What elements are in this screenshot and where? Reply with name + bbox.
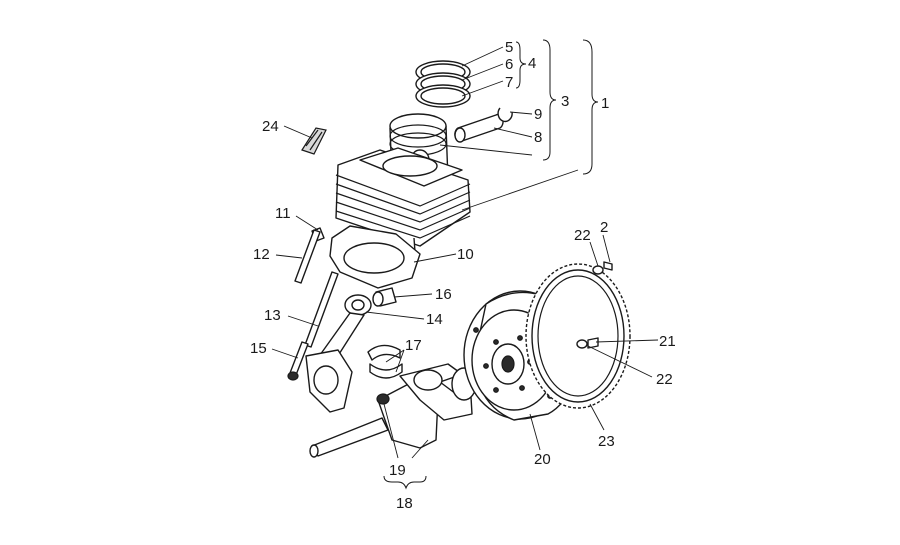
small-end-bush	[372, 287, 397, 307]
bearing-shells	[367, 344, 403, 379]
callout-13: 13	[264, 307, 281, 324]
piston-rings	[415, 60, 471, 108]
leader-lines	[271, 46, 659, 459]
spacer-piece	[301, 127, 327, 155]
callout-1: 1	[601, 95, 609, 112]
callout-19: 19	[389, 462, 406, 479]
ring-gear	[525, 263, 631, 409]
callout-3: 3	[561, 93, 569, 110]
washer-top	[592, 265, 604, 275]
callout-6: 6	[505, 56, 513, 73]
stud-crank	[304, 271, 339, 348]
callout-4: 4	[528, 55, 536, 72]
callout-22-bottom: 22	[656, 371, 673, 388]
callout-5: 5	[505, 39, 513, 56]
circlip	[497, 107, 513, 123]
callout-22-top: 22	[574, 227, 591, 244]
callout-2: 2	[600, 219, 608, 236]
callout-17: 17	[405, 337, 422, 354]
screw-top	[603, 261, 613, 271]
callout-16: 16	[435, 286, 452, 303]
callout-10: 10	[457, 246, 474, 263]
callout-14: 14	[426, 311, 443, 328]
callout-18: 18	[396, 495, 413, 512]
callout-21: 21	[659, 333, 676, 350]
connecting-rod	[305, 294, 372, 413]
callout-20: 20	[534, 451, 551, 468]
callout-12: 12	[253, 246, 270, 263]
callout-labels: 1 2 3 4 5 6 7 8 9 10 11 12 13 14 15 16 1…	[250, 39, 676, 512]
crankshaft	[309, 363, 505, 458]
crank-plug	[376, 393, 390, 405]
callout-11: 11	[275, 205, 291, 222]
stud-long	[294, 229, 321, 284]
washer-bottom	[576, 339, 588, 349]
callout-9: 9	[534, 106, 542, 123]
dowel	[587, 337, 599, 349]
callout-8: 8	[534, 129, 542, 146]
callout-24: 24	[262, 118, 279, 135]
callout-23: 23	[598, 433, 615, 450]
callout-7: 7	[505, 74, 513, 91]
group-brackets	[383, 39, 599, 490]
base-gasket	[329, 225, 421, 289]
bolt	[287, 341, 309, 381]
callout-15: 15	[250, 340, 267, 357]
